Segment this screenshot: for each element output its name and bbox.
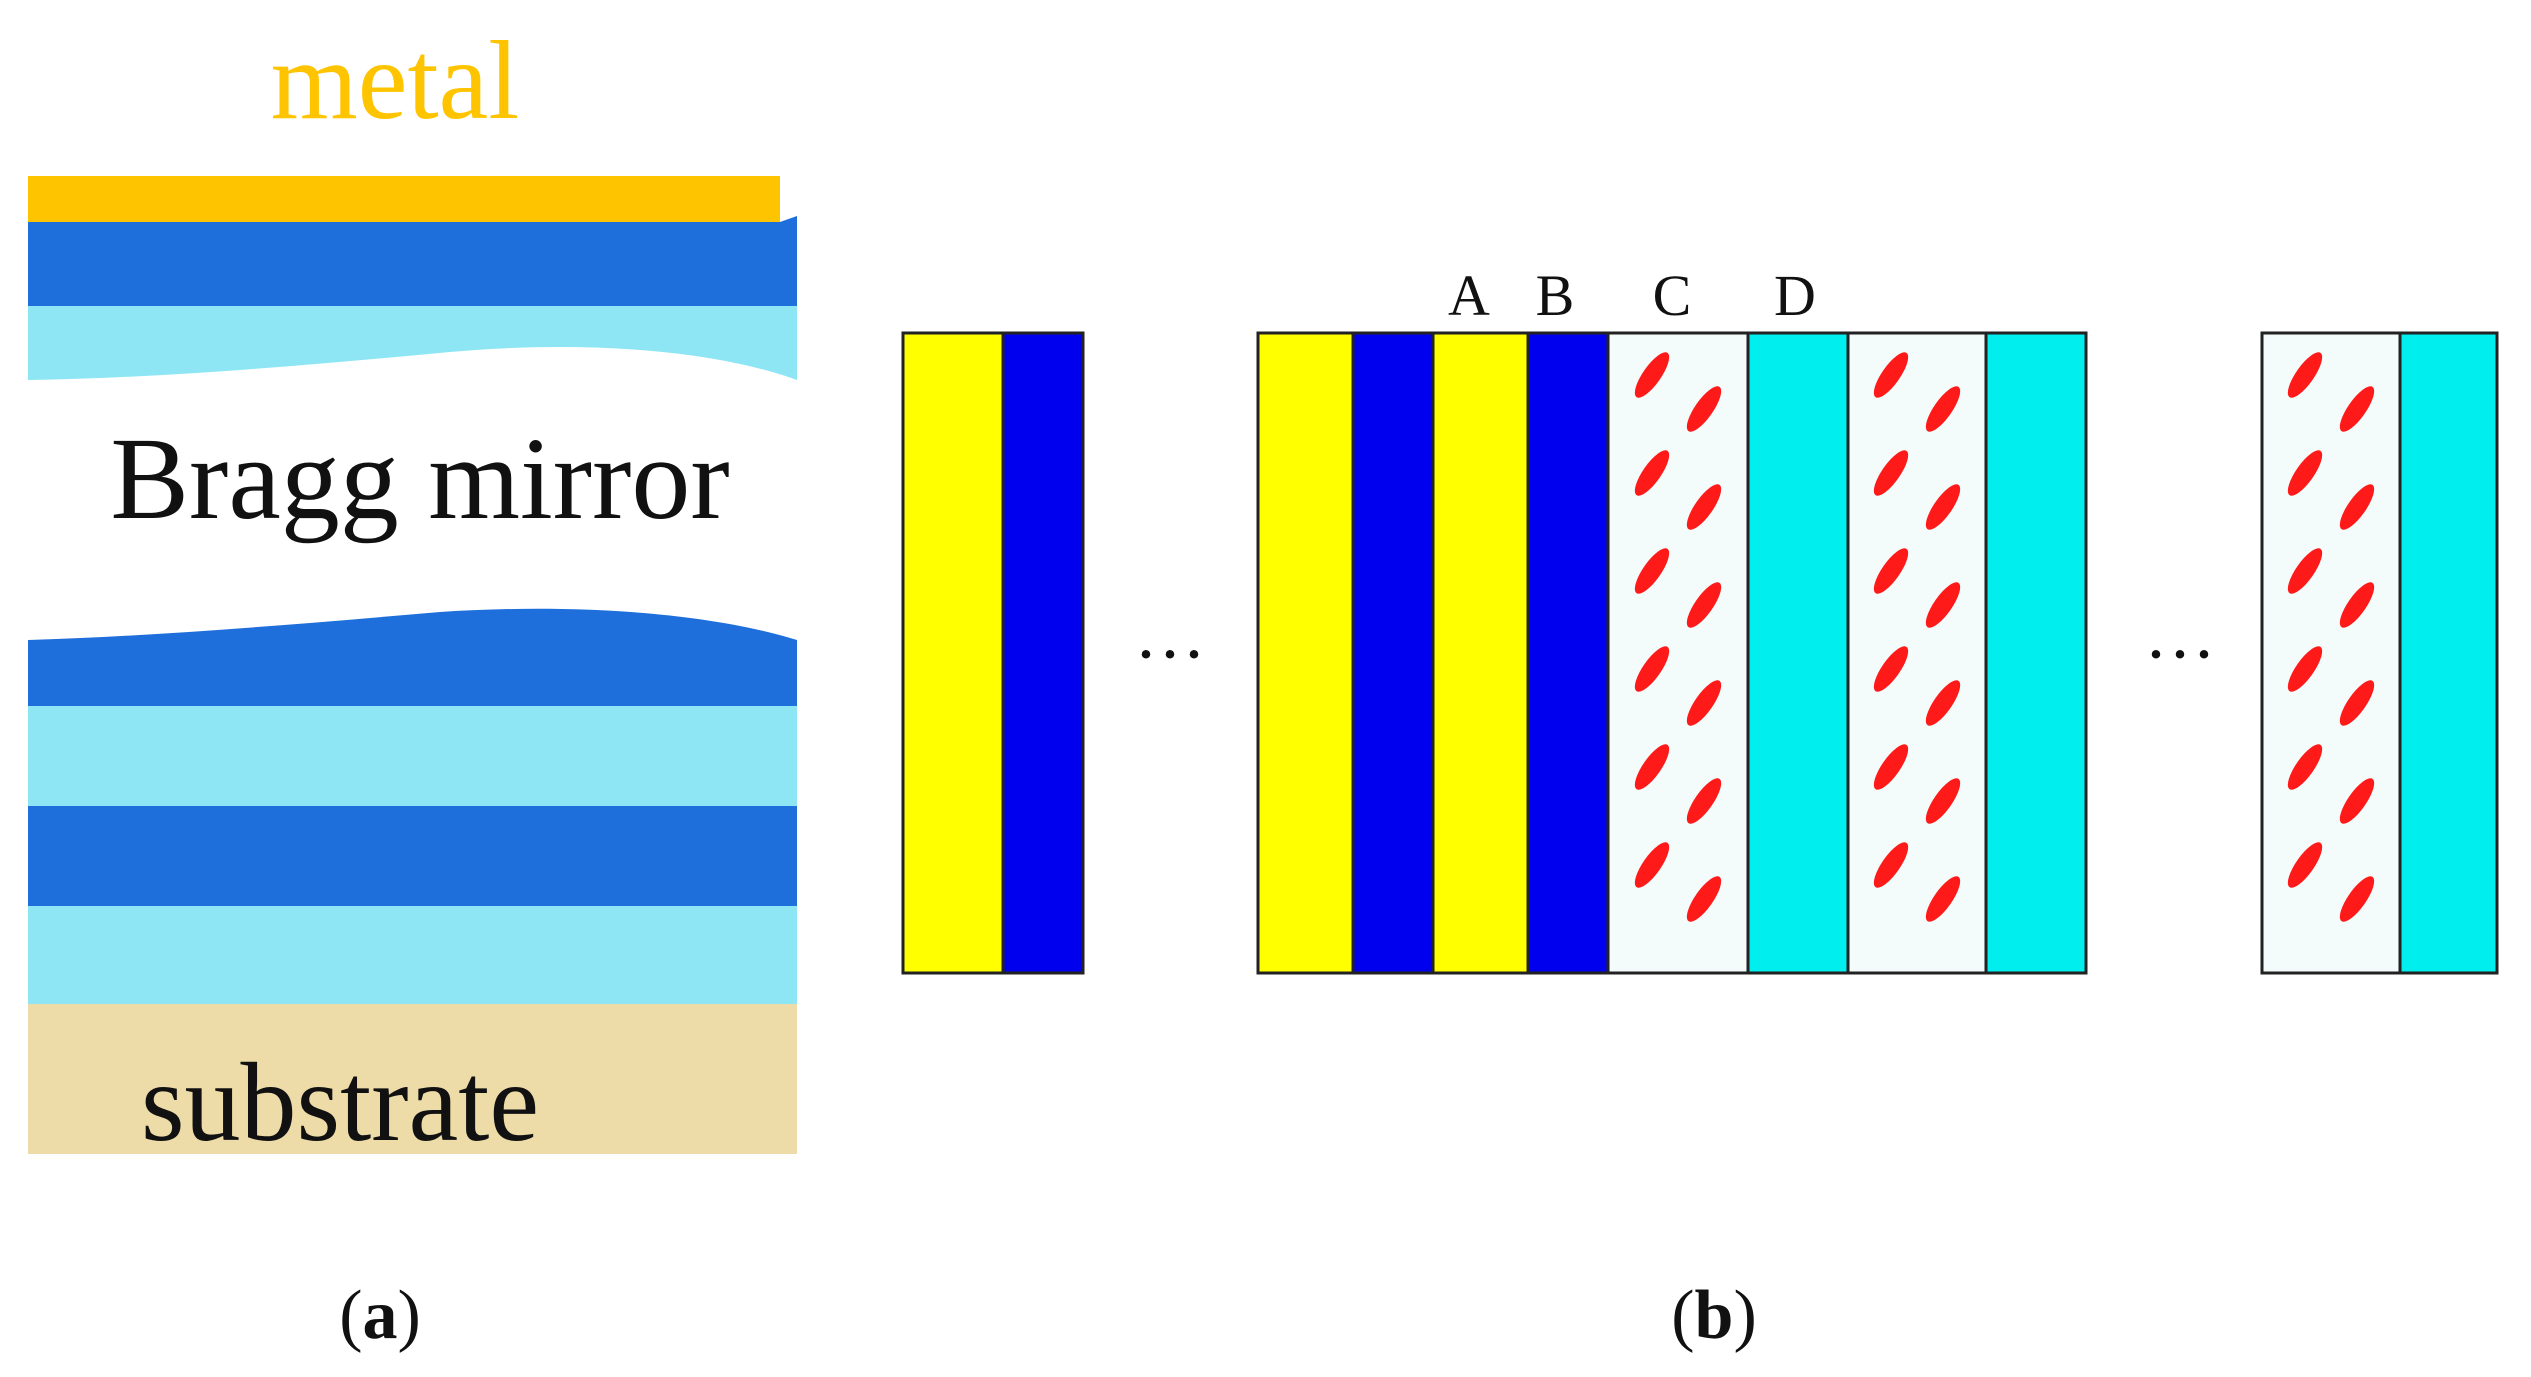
liquid-crystal-molecule <box>1925 484 1961 530</box>
liquid-crystal-molecule <box>1873 548 1909 594</box>
liquid-crystal-molecule <box>2339 680 2375 726</box>
liquid-crystal-molecule <box>2287 646 2323 692</box>
liquid-crystal-molecule <box>1873 744 1909 790</box>
liquid-crystal-molecule <box>1873 450 1909 496</box>
layer-c-liquid-crystal <box>1846 331 1988 975</box>
liquid-crystal-molecule <box>2287 450 2323 496</box>
layer-c-liquid-crystal <box>2260 331 2402 975</box>
caption-a: (a) <box>339 1277 421 1354</box>
layer-b-blue <box>1001 331 1085 975</box>
right-unit-stack <box>2260 331 2499 975</box>
bragg-layer-dark-2 <box>28 608 797 706</box>
liquid-crystal-molecule <box>1686 582 1722 628</box>
liquid-crystal-molecule <box>2287 744 2323 790</box>
layer-a-yellow <box>901 331 1005 975</box>
middle-stack <box>1256 331 2088 975</box>
liquid-crystal-molecule <box>1686 484 1722 530</box>
liquid-crystal-molecule <box>2339 386 2375 432</box>
liquid-crystal-molecule <box>1686 778 1722 824</box>
liquid-crystal-molecule <box>2339 582 2375 628</box>
liquid-crystal-molecule <box>1634 450 1670 496</box>
layer-c-liquid-crystal <box>1606 331 1750 975</box>
liquid-crystal-molecule <box>2287 352 2323 398</box>
liquid-crystal-molecule <box>1686 680 1722 726</box>
liquid-crystal-molecule <box>2287 842 2323 888</box>
liquid-crystal-molecule <box>1925 876 1961 922</box>
liquid-crystal-molecule <box>1925 386 1961 432</box>
layer-label-c: C <box>1653 263 1692 328</box>
layer-b-blue <box>1526 331 1610 975</box>
substrate-label: substrate <box>141 1041 539 1165</box>
caption-b: (b) <box>1671 1277 1757 1354</box>
liquid-crystal-molecule <box>1634 842 1670 888</box>
molecule-column <box>1873 352 1961 922</box>
molecule-column <box>1634 352 1722 922</box>
left-unit-stack <box>901 331 1085 975</box>
layer-label-a: A <box>1448 263 1490 328</box>
liquid-crystal-molecule <box>1873 352 1909 398</box>
metal-layer <box>28 176 780 222</box>
liquid-crystal-molecule <box>2339 484 2375 530</box>
liquid-crystal-molecule <box>1925 680 1961 726</box>
substrate-layer <box>28 1004 797 1154</box>
liquid-crystal-molecule <box>1686 386 1722 432</box>
liquid-crystal-molecule <box>1873 646 1909 692</box>
bragg-layer-light-3 <box>28 906 797 1004</box>
layer-a-yellow <box>1256 331 1355 975</box>
metal-label: metal <box>271 19 520 143</box>
bragg-layer-dark-1 <box>28 216 797 306</box>
liquid-crystal-molecule <box>1634 548 1670 594</box>
bragg-layer-dark-3 <box>28 806 797 906</box>
liquid-crystal-molecule <box>1925 582 1961 628</box>
layer-d-cyan <box>2398 331 2499 975</box>
liquid-crystal-molecule <box>1925 778 1961 824</box>
ellipsis-right: ··· <box>2144 614 2216 694</box>
liquid-crystal-molecule <box>1873 842 1909 888</box>
liquid-crystal-molecule <box>1634 744 1670 790</box>
ellipsis-left: ··· <box>1134 614 1206 694</box>
liquid-crystal-molecule <box>1634 352 1670 398</box>
molecule-column <box>2287 352 2375 922</box>
liquid-crystal-molecule <box>2339 876 2375 922</box>
bragg-layer-light-2 <box>28 706 797 806</box>
layer-label-b: B <box>1536 263 1575 328</box>
bragg-layer-light-1 <box>28 306 797 380</box>
layer-d-cyan <box>1746 331 1850 975</box>
liquid-crystal-molecule <box>1686 876 1722 922</box>
liquid-crystal-molecule <box>2339 778 2375 824</box>
layer-d-cyan <box>1984 331 2088 975</box>
liquid-crystal-molecule <box>2287 548 2323 594</box>
layer-label-d: D <box>1774 263 1816 328</box>
liquid-crystal-molecule <box>1634 646 1670 692</box>
panel-a: metal Bragg mirror substrate (a) <box>28 19 797 1354</box>
layer-b-blue <box>1351 331 1435 975</box>
panel-b: ··· A B C D ··· (b) <box>901 263 2499 1354</box>
bragg-mirror-label: Bragg mirror <box>110 413 729 544</box>
layer-a-yellow <box>1431 331 1530 975</box>
